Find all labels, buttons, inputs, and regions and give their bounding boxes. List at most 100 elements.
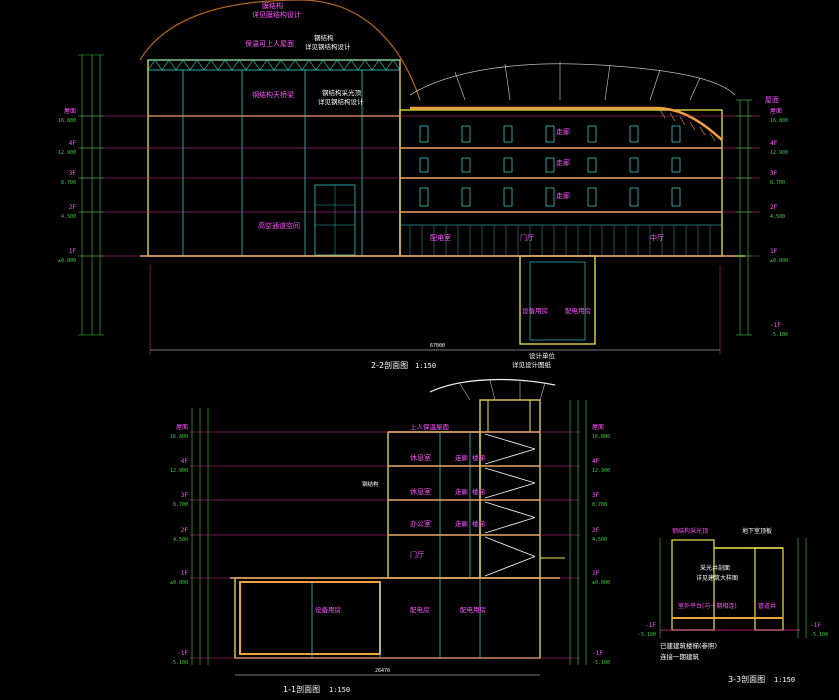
label-steel-truss: 钢结构天桥梁 [252, 90, 294, 99]
label-roof-garden: 保温可上人屋面 [245, 39, 294, 48]
top-left-level-label: 4F [69, 140, 77, 147]
stair-flight [484, 517, 536, 534]
stair-flight [484, 467, 536, 484]
elevator-cross [315, 185, 355, 255]
section-2-2 [78, 0, 760, 355]
label-3-3-mid-2: 详见建筑大样图 [696, 574, 738, 582]
mid-right-level-value: 4.500 [592, 537, 607, 543]
office-window [503, 125, 513, 143]
dim-total-2-2: 67000 [430, 343, 445, 349]
top-left-level-label: 1F [69, 248, 77, 255]
office-window [629, 187, 639, 207]
truss-diagonal [203, 59, 212, 71]
office-window [503, 157, 513, 173]
small-right-level-label: -1F [810, 622, 821, 629]
label-steel-1: 钢结构 [314, 33, 334, 42]
basement-block [519, 255, 596, 345]
office-window [545, 157, 555, 173]
stair-flight [484, 501, 536, 518]
top-right-level-value: 8.700 [770, 180, 785, 186]
truss-diagonal [350, 59, 359, 71]
truss-diagonal [182, 59, 191, 71]
level-lines-2-2 [80, 115, 760, 257]
top-left-level-label: 3F [69, 170, 77, 177]
dimension-right-1-1 [569, 400, 587, 665]
tower-columns [439, 432, 471, 578]
section-3-3 [659, 538, 807, 638]
truss-diagonal [259, 59, 268, 71]
top-left-level-label: 2F [69, 204, 77, 211]
mid-left-level-value: 16.800 [170, 434, 188, 440]
label-roof-right: 屋面 [765, 96, 779, 104]
label-1-1-basement-3: 配电用房 [460, 605, 486, 614]
label-3-3-mid-3: 室外平台(与一期相连) [678, 602, 737, 610]
label-bottom-note-1: 设计单位 [529, 351, 556, 360]
basement-1-1-hatch [239, 581, 381, 655]
small-left-level-label: -1F [645, 622, 656, 629]
mid-left-level-label: 4F [181, 458, 189, 465]
mid-left-level-value: ±0.000 [170, 580, 188, 586]
scale-section-1-1: 1:150 [329, 686, 350, 694]
mid-left-level-value: 8.700 [173, 502, 188, 508]
office-window [671, 157, 681, 173]
office-window [545, 125, 555, 143]
label-corridor-1: 走廊 [556, 127, 570, 136]
office-window [419, 157, 429, 173]
top-right-level-value: 16.800 [770, 118, 788, 124]
label-stair-4: 走廊 [455, 453, 469, 462]
mid-left-level-label: 1F [181, 570, 189, 577]
section-3-3-frame [671, 539, 715, 631]
truss-diagonal [273, 59, 282, 71]
label-basement-2: 配电用房 [565, 306, 591, 315]
mid-left-level-value: 12.900 [170, 468, 188, 474]
scale-section-2-2: 1:150 [415, 362, 436, 370]
top-left-level-value: 16.800 [58, 118, 76, 124]
label-1-1-basement-2: 配电房 [410, 605, 430, 614]
label-stair-label-2: 楼梯 [472, 519, 486, 528]
office-window [461, 125, 471, 143]
top-right-level-value: ±0.000 [770, 258, 788, 264]
truss-diagonal [287, 59, 296, 71]
top-left-level-value: ±0.000 [58, 258, 76, 264]
title-section-2-2: 2-2剖面图 [371, 360, 408, 370]
stair-flight [484, 448, 536, 465]
label-1-1-basement-1: 设备用房 [315, 605, 341, 614]
roof-parapet-hatch [659, 109, 716, 142]
label-3-3-bottom-2: 连接一期建筑 [660, 652, 700, 661]
top-left-level-value: 8.700 [61, 180, 76, 186]
section-3-3-dims [659, 538, 807, 638]
label-lobby: 门厅 [520, 233, 534, 242]
truss-diagonal [168, 59, 177, 71]
truss-diagonal [357, 59, 366, 71]
mid-left-level-label: 屋面 [176, 424, 188, 431]
truss-diagonal [378, 59, 387, 71]
office-window [461, 187, 471, 207]
dim-ticks-left-2-2 [78, 54, 104, 336]
label-3-3-bottom-1: 已建建筑楼梯(参照) [660, 641, 717, 650]
mid-left-level-value: -5.100 [170, 660, 188, 666]
truss-diagonal [329, 59, 338, 71]
mid-right-level-value: 16.800 [592, 434, 610, 440]
label-stair-2: 走廊 [455, 519, 469, 528]
label-3-3-mid-1: 采光井剖面 [700, 564, 730, 572]
basement-1-1 [234, 577, 541, 659]
label-3-3-mid-4: 管道井 [758, 602, 776, 610]
label-corridor-3: 走廊 [556, 191, 570, 200]
dim-total-1-1: 26470 [375, 668, 390, 674]
label-room-2: 办公室 [410, 519, 431, 528]
label-1-1-steel-stair: 钢结构 [362, 480, 379, 488]
truss-diagonal [147, 59, 156, 71]
stair-flight [484, 482, 536, 499]
label-corridor-2: 走廊 [556, 158, 570, 167]
stair-flight [484, 556, 536, 577]
mid-right-level-value: -5.100 [592, 660, 610, 666]
mid-right-level-value: 12.900 [592, 468, 610, 474]
office-window [419, 125, 429, 143]
office-window [503, 187, 513, 207]
label-steel-2: 详见钢结构设计 [305, 42, 351, 51]
level-markers: 屋面16.8004F12.9003F8.7002F4.5001F±0.000屋面… [58, 108, 828, 666]
mid-right-level-label: 4F [592, 458, 600, 465]
truss-diagonal [210, 59, 219, 71]
